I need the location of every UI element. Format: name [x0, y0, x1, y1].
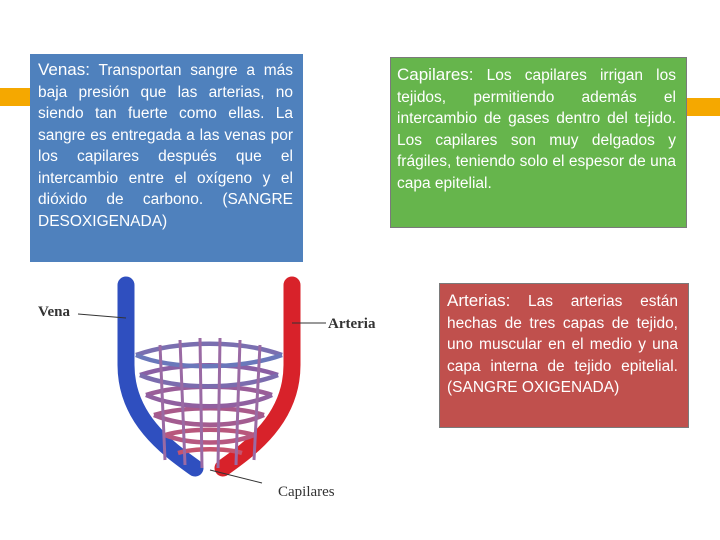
venas-term: Venas:: [38, 60, 90, 79]
venas-box: Venas: Transportan sangre a más baja pre…: [30, 54, 303, 262]
capilares-box: Capilares: Los capilares irrigan los tej…: [390, 57, 687, 228]
venas-text: Transportan sangre a más baja presión qu…: [38, 62, 293, 230]
arterias-box: Arterias: Las arterias están hechas de t…: [439, 283, 689, 428]
accent-bar-left: [0, 88, 30, 106]
vena-pointer-line: [77, 313, 127, 319]
artery-vessel: [214, 276, 301, 477]
vena-label: Vena: [38, 304, 70, 320]
capillary-network: [135, 337, 283, 469]
capilares-pointer-line: [209, 469, 263, 484]
capilares-term: Capilares:: [397, 65, 474, 84]
capilares-label: Capilares: [278, 484, 335, 500]
arterias-term: Arterias:: [447, 291, 511, 310]
capilares-text: Los capilares irrigan los tejidos, permi…: [397, 67, 676, 192]
capillary-bed-diagram: Vena Arteria Capilares: [38, 276, 376, 500]
arteria-label: Arteria: [328, 316, 376, 332]
accent-bar-right: [687, 98, 720, 116]
arterias-text: Las arterias están hechas de tres capas …: [447, 293, 678, 396]
